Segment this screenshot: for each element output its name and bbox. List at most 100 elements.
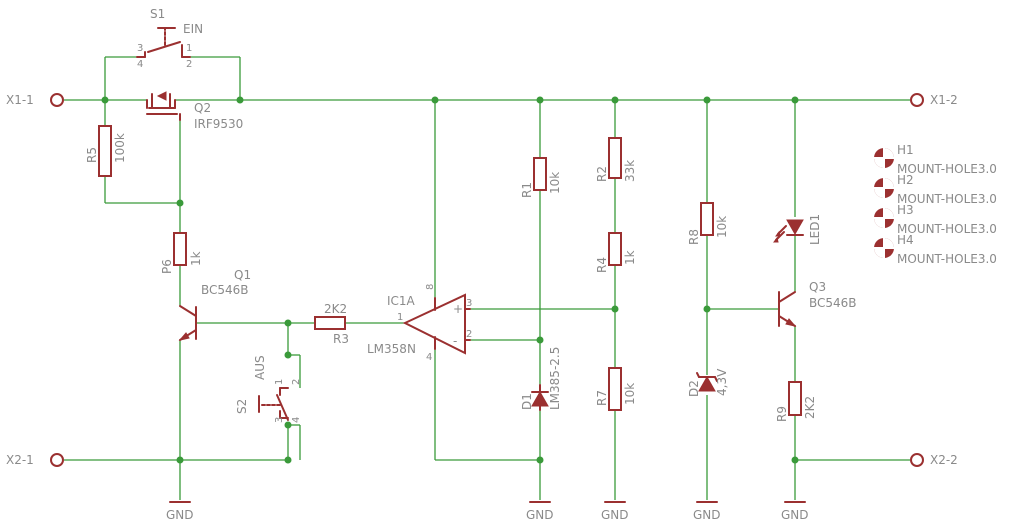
resistor-r3: 2K2 R3 xyxy=(314,302,349,346)
part-name: R5 xyxy=(85,147,99,163)
gnd-symbol: GND xyxy=(526,501,554,522)
connector-label: X2-1 xyxy=(6,453,34,467)
junction-dot xyxy=(284,456,292,464)
part-value: 2K2 xyxy=(324,302,347,316)
part-name: Q3 xyxy=(809,280,826,294)
junction-dot xyxy=(284,351,292,359)
junction-dot xyxy=(536,96,544,104)
pin-label: 3 xyxy=(137,43,143,54)
resistor-r7: R7 10k xyxy=(595,367,637,411)
part-name: D1 xyxy=(520,393,534,410)
junction-dot xyxy=(176,199,184,207)
pin-label: 1 xyxy=(397,312,403,323)
part-value: MOUNT-HOLE3.0 xyxy=(897,252,997,266)
junction-dot xyxy=(176,456,184,464)
part-value: MOUNT-HOLE3.0 xyxy=(897,222,997,236)
mount-hole-h3: H3 MOUNT-HOLE3.0 xyxy=(874,203,997,236)
part-name: S1 xyxy=(150,7,165,21)
part-name: R1 xyxy=(520,182,534,198)
part-name: Q1 xyxy=(234,268,251,282)
pin-label: 3 xyxy=(274,417,285,423)
part-value: MOUNT-HOLE3.0 xyxy=(897,162,997,176)
opamp-ic1a: + - IC1A LM358N 1 2 3 4 8 xyxy=(367,284,472,363)
part-value: 10k xyxy=(715,216,729,238)
gnd-symbol: GND xyxy=(601,501,629,522)
junction-dot xyxy=(284,319,292,327)
resistor-r2: R2 33k xyxy=(595,137,637,182)
diode-d1: D1 LM385-2.5 xyxy=(520,347,562,411)
part-name: IC1A xyxy=(387,294,416,308)
part-value: BC546B xyxy=(809,296,857,310)
gnd-label: GND xyxy=(526,508,554,522)
part-name: D2 xyxy=(687,380,701,397)
junction-dot xyxy=(431,96,439,104)
resistor-r8: R8 10k xyxy=(687,202,729,245)
gnd-symbol: GND xyxy=(781,501,809,522)
part-value: LM358N xyxy=(367,342,416,356)
pin-label: 1 xyxy=(274,379,285,385)
part-name: R9 xyxy=(775,406,789,422)
connector-x1-1: X1-1 xyxy=(6,93,64,107)
pin-label: 4 xyxy=(426,352,432,363)
junction-dot xyxy=(536,336,544,344)
junction-dot xyxy=(536,456,544,464)
junction-dot xyxy=(284,421,292,429)
part-name: R7 xyxy=(595,390,609,406)
mosfet-q2: Q2 IRF9530 xyxy=(146,91,243,131)
part-value: EIN xyxy=(183,22,203,36)
pin-label: 8 xyxy=(425,284,436,290)
gnd-symbol: GND xyxy=(693,501,721,522)
connector-label: X2-2 xyxy=(930,453,958,467)
part-value: AUS xyxy=(253,355,267,380)
resistor-r4: R4 1k xyxy=(595,232,637,273)
junction-dot xyxy=(101,96,109,104)
mount-hole-h4: H4 MOUNT-HOLE3.0 xyxy=(874,233,997,266)
part-value: MOUNT-HOLE3.0 xyxy=(897,192,997,206)
junction-dot xyxy=(791,96,799,104)
gnd-symbol: GND xyxy=(166,501,194,522)
part-value: 1k xyxy=(623,250,637,265)
junction-dot xyxy=(611,305,619,313)
part-value: 1k xyxy=(189,251,203,266)
part-name: R3 xyxy=(333,332,349,346)
connector-label: X1-1 xyxy=(6,93,34,107)
part-value: 2K2 xyxy=(803,396,817,419)
connector-x2-1: X2-1 xyxy=(6,453,64,467)
mount-hole-h1: H1 MOUNT-HOLE3.0 xyxy=(874,143,997,176)
junction-dot xyxy=(703,305,711,313)
opamp-plus-sign: + xyxy=(453,302,463,316)
junction-dot xyxy=(791,456,799,464)
pin-label: 2 xyxy=(291,379,302,385)
pin-label: 4 xyxy=(137,59,143,70)
resistor-p6: P6 1k xyxy=(160,232,203,274)
transistor-q1: Q1 BC546B xyxy=(178,268,251,341)
part-name: R8 xyxy=(687,229,701,245)
pin-label: 2 xyxy=(466,329,472,340)
gnd-label: GND xyxy=(781,508,809,522)
pin-label: 4 xyxy=(291,417,302,423)
gnd-label: GND xyxy=(601,508,629,522)
connector-x1-2: X1-2 xyxy=(910,93,958,107)
junction-dot xyxy=(611,96,619,104)
part-name: R4 xyxy=(595,257,609,273)
part-value: BC546B xyxy=(201,283,249,297)
part-value: 10k xyxy=(623,383,637,405)
connector-label: X1-2 xyxy=(930,93,958,107)
part-name: LED1 xyxy=(808,214,822,245)
gnd-label: GND xyxy=(693,508,721,522)
switch-s2: S2 AUS 1 2 3 4 xyxy=(235,355,302,423)
opamp-minus-sign: - xyxy=(453,334,457,348)
led-led1: LED1 xyxy=(773,214,822,245)
diode-d2: D2 4,3V xyxy=(687,368,729,397)
pin-label: 2 xyxy=(186,59,192,70)
connector-x2-2: X2-2 xyxy=(910,453,958,467)
part-name: R2 xyxy=(595,166,609,182)
resistor-r5: R5 100k xyxy=(85,125,127,177)
part-name: Q2 xyxy=(194,101,211,115)
part-name: H3 xyxy=(897,203,914,217)
wires xyxy=(64,56,910,500)
part-name: S2 xyxy=(235,399,249,414)
resistor-r9: R9 2K2 xyxy=(775,381,817,422)
part-value: IRF9530 xyxy=(194,117,243,131)
